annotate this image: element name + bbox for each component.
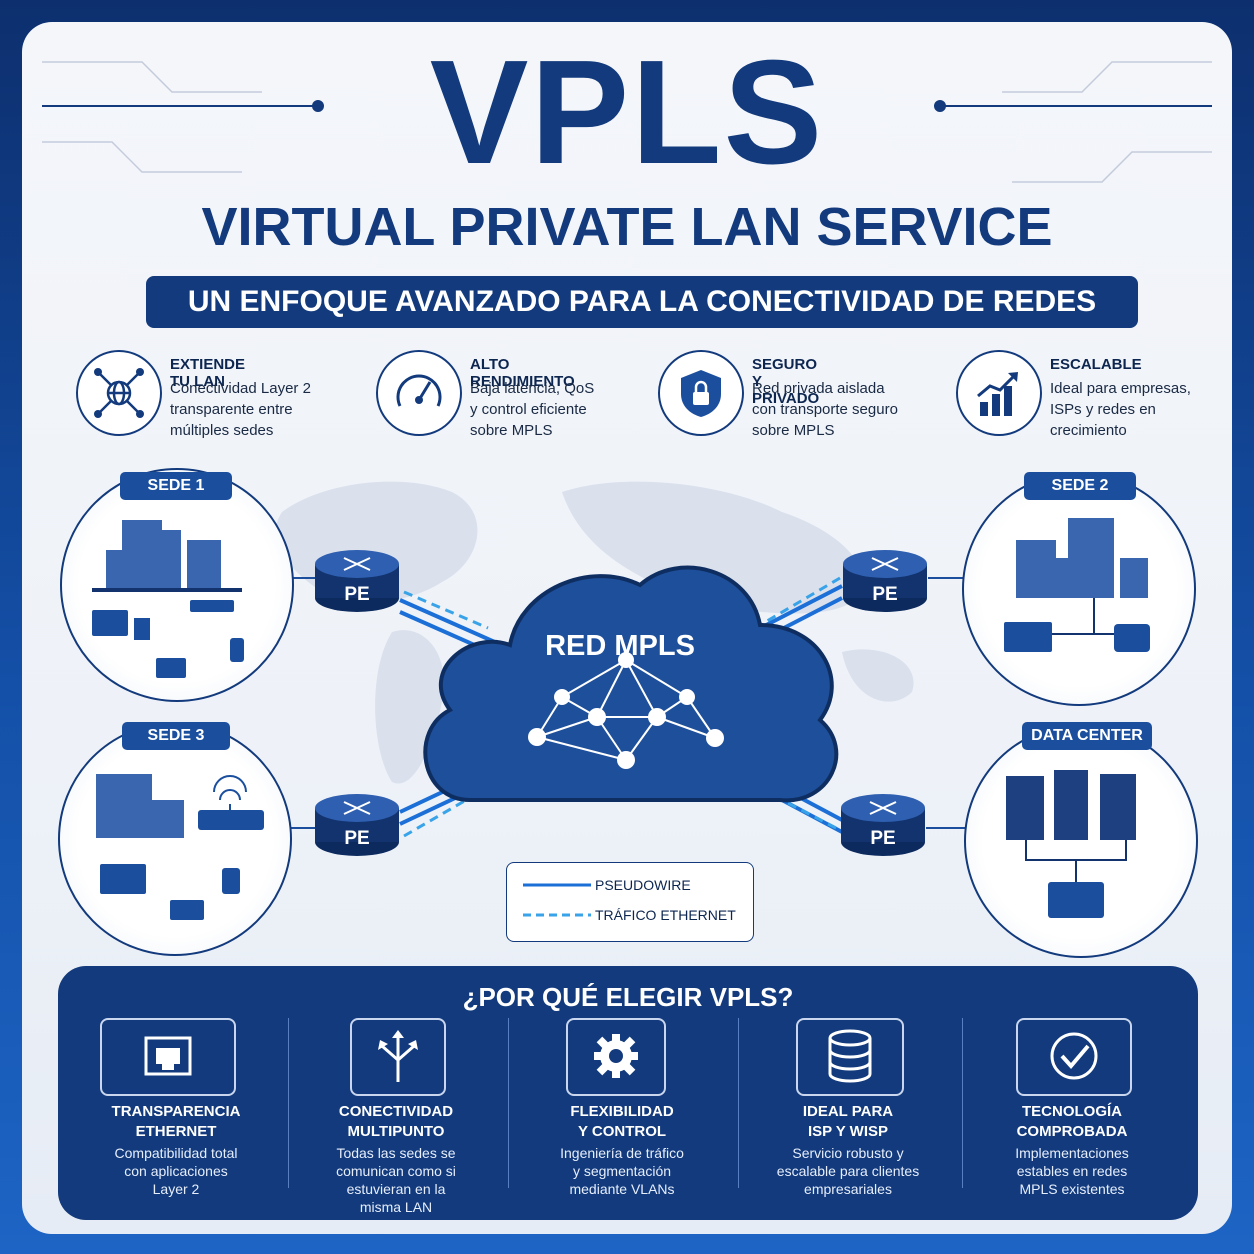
- site-label: SEDE 3: [122, 722, 230, 750]
- feature-title: EXTIENDE TU LAN: [170, 356, 246, 390]
- shield-lock-icon: [658, 350, 744, 436]
- network-globe-icon: [76, 350, 162, 436]
- mpls-cloud: [423, 565, 839, 803]
- feature-title: SEGURO Y PRIVADO: [752, 356, 820, 407]
- database-icon: [796, 1018, 904, 1096]
- ethernet-port-icon: [100, 1018, 236, 1096]
- feature-title: ESCALABLE: [1050, 356, 1142, 373]
- gear-icon: [566, 1018, 666, 1096]
- feature-desc: Red privada aislada con transporte segur…: [752, 380, 898, 439]
- pe-label: PE: [872, 584, 898, 605]
- divider: [508, 1018, 509, 1188]
- feature-title: ALTO RENDIMIENTO: [470, 356, 575, 390]
- page-title: VPLS: [429, 30, 825, 195]
- divider: [738, 1018, 739, 1188]
- why-item-title: TRANSPARENCIA ETHERNET: [111, 1103, 241, 1140]
- page-subtitle: VIRTUAL PRIVATE LAN SERVICE: [201, 197, 1053, 257]
- why-item-title: IDEAL PARA ISP Y WISP: [802, 1103, 894, 1140]
- buildings-icon: [92, 520, 244, 678]
- pe-router-sede-1: PE: [314, 548, 400, 614]
- legend-swatches: [523, 883, 591, 917]
- site-sede-1: [60, 468, 294, 702]
- divider: [288, 1018, 289, 1188]
- buildings-icon: [96, 774, 264, 920]
- why-item-desc: Ingeniería de tráfico y segmentación med…: [560, 1145, 684, 1197]
- site-sede-2: [962, 472, 1196, 706]
- site-data-center: [964, 724, 1198, 958]
- site-sede-3: [58, 722, 292, 956]
- growth-chart-icon: [956, 350, 1042, 436]
- server-rack-icon: [1006, 770, 1136, 918]
- site-label: DATA CENTER: [1022, 722, 1152, 750]
- why-item-title: FLEXIBILIDAD Y CONTROL: [570, 1103, 674, 1140]
- legend-pseudowire: PSEUDOWIRE: [595, 877, 691, 893]
- split-arrows-icon: [350, 1018, 446, 1096]
- feature-desc: Baja latencia, QoS y control eficiente s…: [470, 380, 595, 439]
- why-item-multipoint: CONECTIVIDAD MULTIPUNTO Todas las sedes …: [282, 1018, 482, 1218]
- why-item-desc: Servicio robusto y escalable para client…: [776, 1145, 920, 1197]
- divider: [962, 1018, 963, 1188]
- legend-ethernet: TRÁFICO ETHERNET: [595, 907, 736, 923]
- why-title: ¿POR QUÉ ELEGIR VPLS?: [462, 982, 794, 1012]
- feature-desc: Conectividad Layer 2 transparente entre …: [170, 380, 311, 439]
- cloud-label: RED MPLS: [545, 630, 695, 662]
- why-item-title: TECNOLOGÍA COMPROBADA: [1016, 1103, 1128, 1140]
- site-label: SEDE 1: [120, 472, 232, 500]
- site-label: SEDE 2: [1024, 472, 1136, 500]
- why-item-desc: Todas las sedes se comunican como si est…: [336, 1145, 456, 1215]
- pe-label: PE: [344, 828, 370, 849]
- check-circle-icon: [1016, 1018, 1132, 1096]
- pe-router-sede-3: PE: [314, 792, 400, 858]
- diagram-legend: PSEUDOWIRE TRÁFICO ETHERNET: [506, 862, 754, 942]
- pe-label: PE: [344, 584, 370, 605]
- why-item-proven: TECNOLOGÍA COMPROBADA Implementaciones e…: [958, 1018, 1158, 1218]
- pe-label: PE: [870, 828, 896, 849]
- tagline-banner: UN ENFOQUE AVANZADO PARA LA CONECTIVIDAD…: [146, 276, 1138, 328]
- why-item-title: CONECTIVIDAD MULTIPUNTO: [338, 1103, 454, 1140]
- circuit-decoration: [42, 61, 1212, 183]
- why-item-ethernet: TRANSPARENCIA ETHERNET Compatibilidad to…: [62, 1018, 262, 1218]
- why-item-isp: IDEAL PARA ISP Y WISP Servicio robusto y…: [734, 1018, 934, 1218]
- why-item-desc: Implementaciones estables en redes MPLS …: [1015, 1145, 1129, 1197]
- feature-desc: Ideal para empresas, ISPs y redes en cre…: [1050, 380, 1191, 439]
- speedometer-icon: [376, 350, 462, 436]
- pe-router-sede-2: PE: [842, 548, 928, 614]
- pe-router-data-center: PE: [840, 792, 926, 858]
- why-item-flexibility: FLEXIBILIDAD Y CONTROL Ingeniería de trá…: [508, 1018, 708, 1218]
- why-vpls-panel: ¿POR QUÉ ELEGIR VPLS? TRANSPARENCIA ETHE…: [58, 966, 1198, 1220]
- buildings-icon: [1004, 518, 1150, 652]
- why-item-desc: Compatibilidad total con aplicaciones La…: [114, 1145, 238, 1197]
